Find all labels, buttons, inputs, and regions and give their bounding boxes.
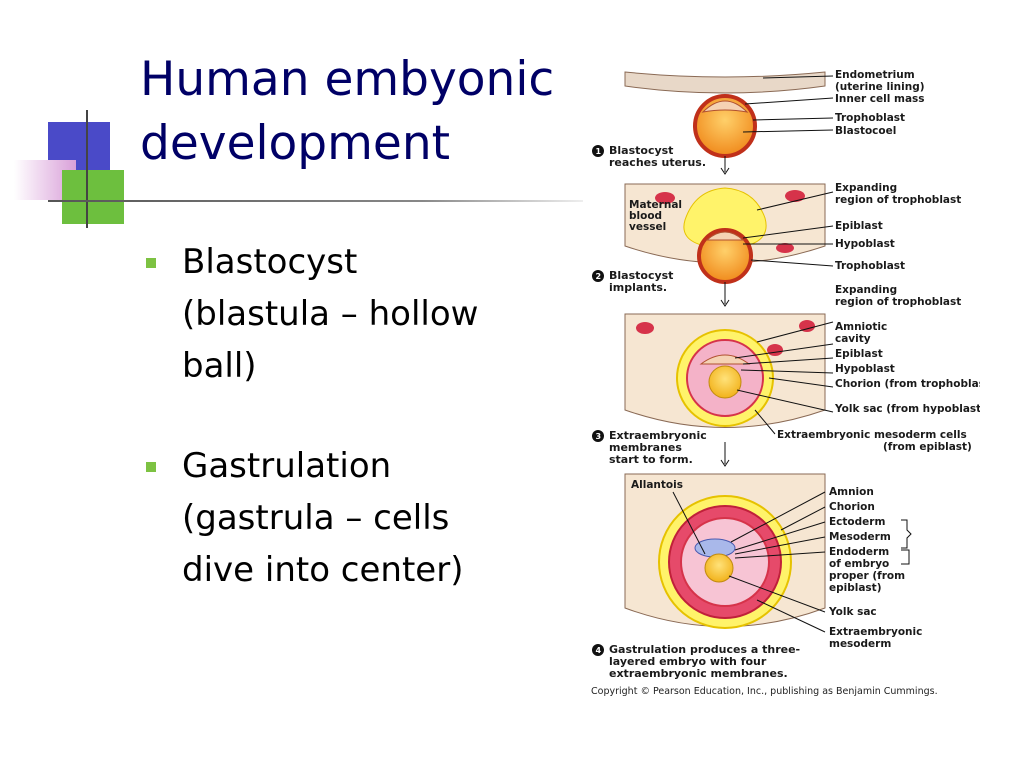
step-caption: membranes — [609, 441, 682, 454]
title-underline — [48, 200, 583, 202]
label-epiblast: epiblast) — [829, 582, 882, 594]
label-amniotic: Amniotic — [835, 321, 887, 333]
label-yolk-sac: Yolk sac — [828, 606, 877, 618]
bracket — [901, 519, 912, 549]
expanding-trophoblast — [683, 187, 767, 247]
panel-1: Endometrium (uterine lining) Inner cell … — [592, 69, 925, 175]
label-endometrium: Endometrium — [835, 69, 915, 81]
label-trophoblast: Trophoblast — [835, 260, 905, 272]
blood-vessel — [785, 190, 805, 202]
label-allantois: Allantois — [631, 479, 683, 491]
decorative-green-square — [62, 170, 124, 224]
blood-vessel — [776, 243, 794, 253]
step-caption: reaches uterus. — [609, 156, 706, 169]
label-epiblast: Epiblast — [835, 220, 883, 232]
title-line-2: development — [140, 116, 451, 171]
bullet-line: dive into center) — [182, 550, 464, 590]
epiblast-shape — [705, 231, 745, 241]
decorative-vertical-line — [86, 110, 88, 228]
label-trophoblast: Trophoblast — [835, 112, 905, 124]
step-number-badge — [592, 145, 604, 157]
label-epiblast: Epiblast — [835, 348, 883, 360]
step-caption: implants. — [609, 281, 667, 294]
step-caption: start to form. — [609, 453, 693, 466]
label-yolk-sac: Yolk sac (from hypoblast) — [834, 403, 980, 415]
label-amnion: Amnion — [829, 486, 874, 498]
label-region-of-trophoblast: region of trophoblast — [835, 194, 961, 206]
label-hypoblast: Hypoblast — [835, 363, 895, 375]
bullet-item-blastocyst: Blastocyst (blastula – hollow ball) — [146, 236, 566, 392]
step-caption: Extraembryonic — [609, 429, 707, 442]
step-caption: Gastrulation produces a three- — [609, 643, 800, 656]
label-of-embryo: of embryo — [829, 558, 889, 570]
arrow-head — [720, 299, 730, 307]
bullet-text: Gastrulation (gastrula – cells dive into… — [182, 440, 566, 596]
step-number: 2 — [596, 272, 602, 281]
bullet-list: Blastocyst (blastula – hollow ball) Gast… — [146, 236, 566, 644]
step-number-badge — [592, 644, 604, 656]
label-inner-cell-mass: Inner cell mass — [835, 93, 925, 105]
bullet-line: (blastula – hollow — [182, 294, 479, 334]
copyright-notice: Copyright © Pearson Education, Inc., pub… — [591, 686, 938, 697]
step-caption: Blastocyst — [609, 269, 673, 282]
maternal-blood-vessel — [655, 192, 675, 204]
step-number-badge — [592, 430, 604, 442]
bullet-line: ball) — [182, 346, 257, 386]
slide-title: Human embyonic development — [140, 48, 620, 176]
blood-vessel — [799, 320, 815, 332]
bullet-line: Blastocyst — [182, 242, 358, 282]
panel-4: Allantois Amnion Chorion Ectoderm Mesode… — [592, 473, 922, 680]
label-ectoderm: Ectoderm — [829, 516, 885, 528]
label-hypoblast: Hypoblast — [835, 238, 895, 250]
step-caption: extraembryonic membranes. — [609, 667, 788, 680]
label-proper-from: proper (from — [829, 570, 905, 582]
step-number: 4 — [596, 646, 602, 655]
bullet-line: (gastrula – cells — [182, 498, 450, 538]
yolk-sac-shape — [704, 553, 734, 583]
step-caption: Blastocyst — [609, 144, 673, 157]
label-uterine-lining: (uterine lining) — [835, 81, 925, 93]
embryonic-development-diagram: Endometrium (uterine lining) Inner cell … — [591, 69, 980, 697]
label-region-of-trophoblast: region of trophoblast — [835, 296, 961, 308]
label-cavity: cavity — [835, 333, 871, 345]
label-maternal: Maternal — [629, 199, 682, 211]
bullet-marker — [146, 258, 156, 268]
label-mesoderm: Mesoderm — [829, 531, 891, 543]
blood-vessel — [636, 322, 654, 334]
bullet-line: Gastrulation — [182, 446, 392, 486]
label-blood: blood — [629, 210, 662, 222]
label-expanding: Expanding — [835, 284, 897, 296]
label-endoderm: Endoderm — [829, 546, 889, 558]
label-blastocoel: Blastocoel — [835, 125, 896, 137]
yolk-sac-shape — [708, 365, 742, 399]
endometrium-shape — [624, 71, 826, 94]
panel-3: Expanding region of trophoblast Amniotic… — [592, 284, 980, 467]
label-extraembryonic: Extraembryonic — [829, 626, 922, 638]
step-number-badge — [592, 270, 604, 282]
step-number: 3 — [596, 432, 602, 441]
bullet-text: Blastocyst (blastula – hollow ball) — [182, 236, 566, 392]
blood-vessel — [767, 344, 783, 356]
label-from-epiblast: (from epiblast) — [883, 441, 972, 453]
bracket — [901, 549, 910, 565]
label-mesoderm: mesoderm — [829, 638, 891, 650]
bullet-marker — [146, 462, 156, 472]
label-expanding: Expanding — [835, 182, 897, 194]
inner-cell-mass-shape — [701, 100, 749, 113]
label-chorion: Chorion — [829, 501, 875, 513]
label-extraembryonic-mesoderm-cells: Extraembryonic mesoderm cells — [777, 429, 967, 441]
label-chorion: Chorion (from trophoblast) — [835, 378, 980, 390]
panel-2: Maternal blood vessel Expanding region o… — [592, 182, 961, 307]
label-vessel: vessel — [629, 221, 666, 233]
title-line-1: Human embyonic — [140, 52, 555, 107]
step-caption: layered embryo with four — [609, 655, 767, 668]
arrow-head — [720, 459, 730, 467]
step-number: 1 — [596, 147, 602, 156]
bullet-item-gastrulation: Gastrulation (gastrula – cells dive into… — [146, 440, 566, 596]
arrow-head — [720, 167, 730, 175]
